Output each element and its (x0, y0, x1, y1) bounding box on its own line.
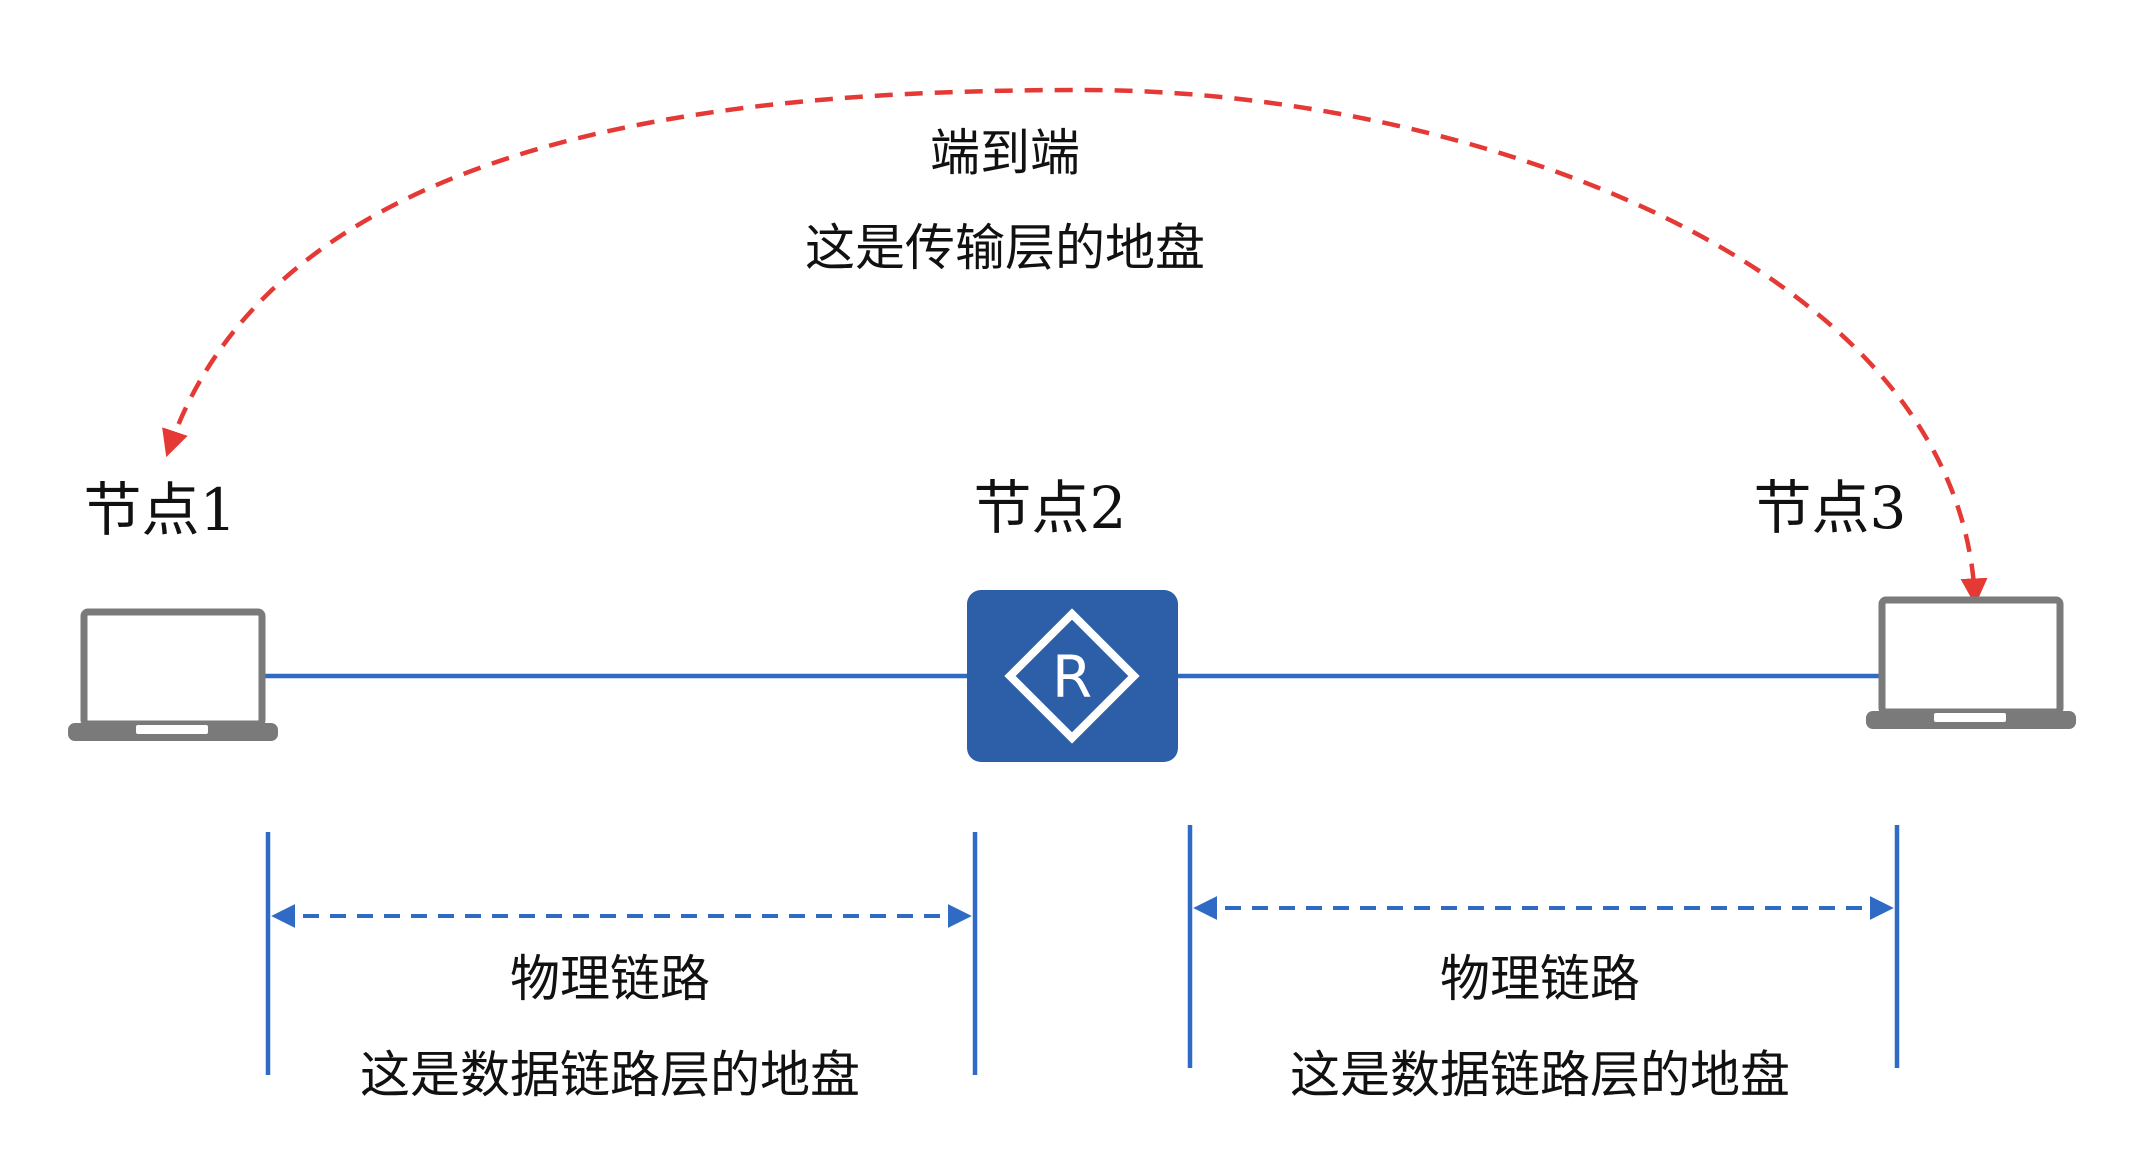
link-1-title: 物理链路 (510, 950, 710, 1008)
end-to-end-title: 端到端 (930, 124, 1080, 182)
link-2-subtitle: 这是数据链路层的地盘 (1290, 1046, 1790, 1104)
end-to-end-subtitle: 这是传输层的地盘 (805, 219, 1205, 277)
node-3-label: 节点3 (1754, 474, 1907, 542)
router-letter: R (1052, 643, 1092, 711)
link-1-subtitle: 这是数据链路层的地盘 (360, 1046, 860, 1104)
laptop-icon (1866, 596, 2076, 729)
link-2-title: 物理链路 (1440, 950, 1640, 1008)
node-2-label: 节点2 (974, 474, 1127, 542)
laptop-icon (68, 608, 278, 741)
router-icon: R (967, 590, 1178, 762)
end-to-end-arrow (162, 87, 1988, 606)
node-1-label: 节点1 (84, 476, 237, 544)
